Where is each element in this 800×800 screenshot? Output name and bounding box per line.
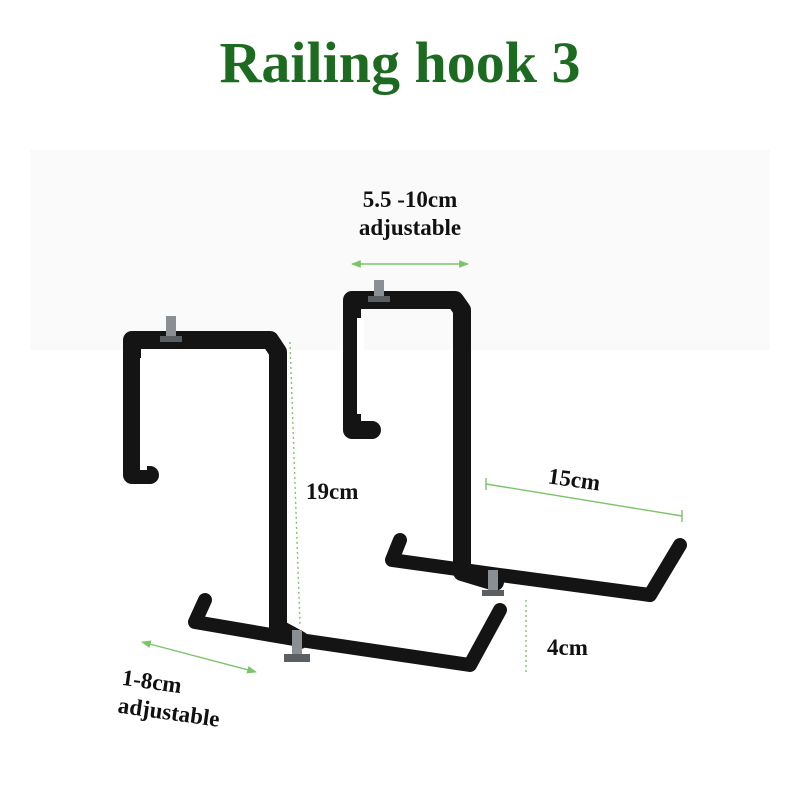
background-haze <box>30 150 770 350</box>
bolt-back <box>368 280 504 596</box>
page-title: Railing hook 3 <box>219 30 581 95</box>
bracket-back <box>343 291 687 602</box>
top-width-note: adjustable <box>358 214 462 240</box>
measure-lines <box>141 260 683 674</box>
height-line <box>289 341 301 626</box>
top-width-label: 5.5 -10cm adjustable <box>330 186 490 241</box>
bottom-width-arrow <box>141 640 257 674</box>
top-width-value: 5.5 -10cm <box>362 187 458 212</box>
lip-label: 4cm <box>547 635 588 660</box>
depth-line <box>485 483 683 517</box>
bolt-front <box>160 316 310 662</box>
height-label: 19cm <box>306 479 359 504</box>
